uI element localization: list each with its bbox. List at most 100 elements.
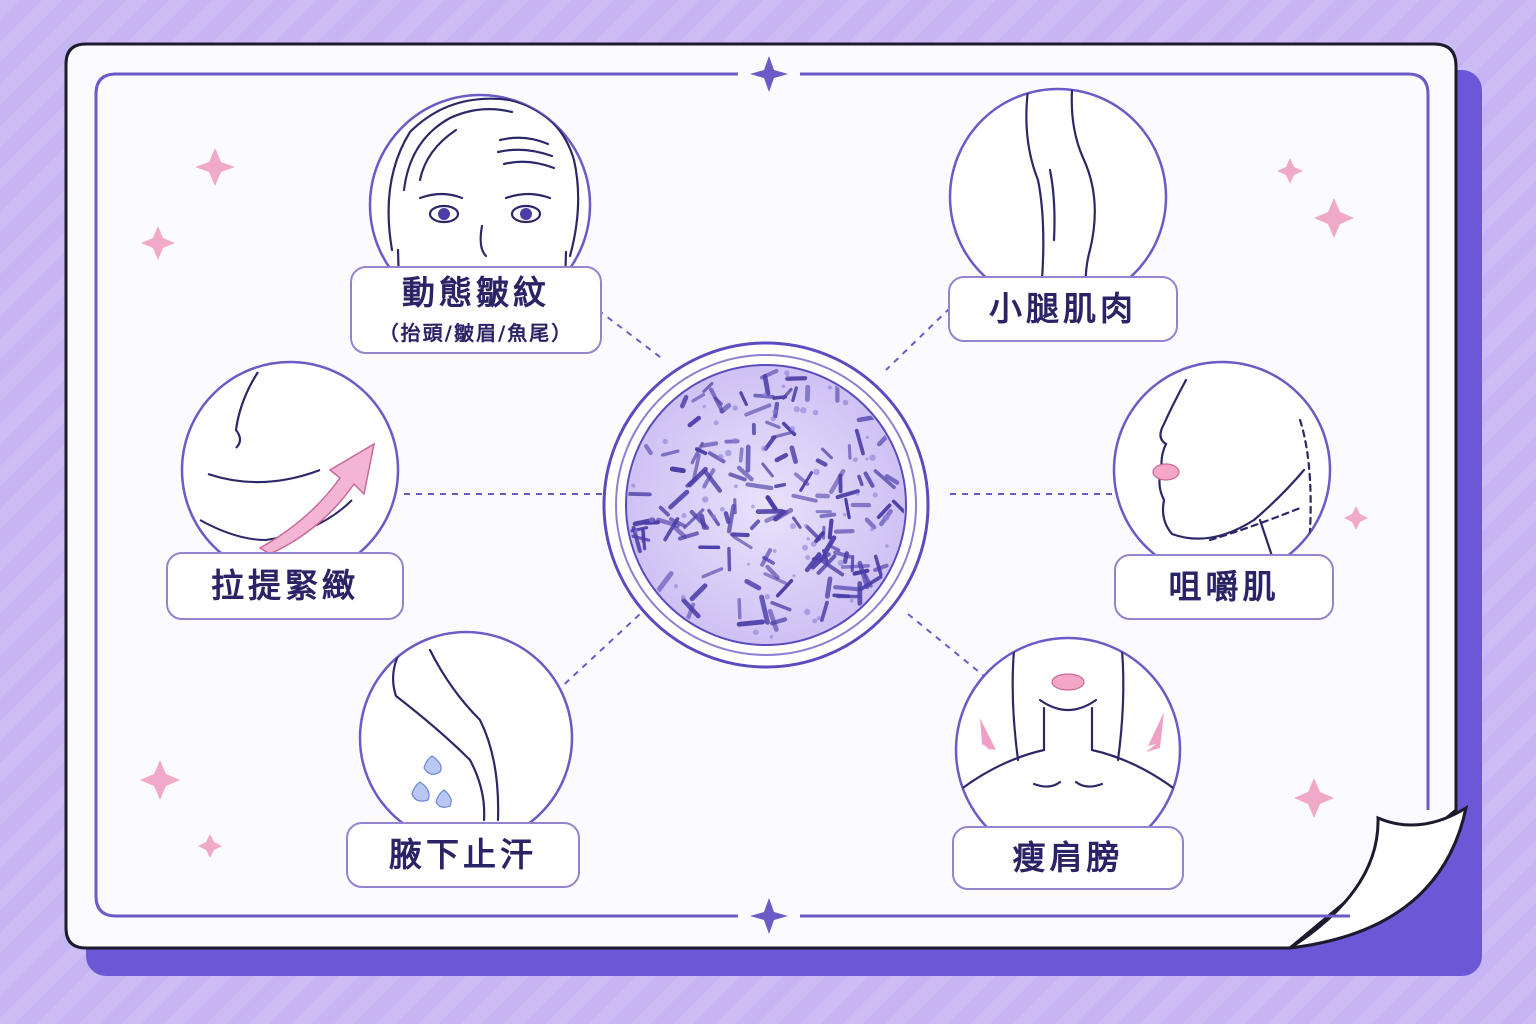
bacteria-rod <box>727 546 732 572</box>
bacteria-speck <box>631 483 636 488</box>
bacteria-speck <box>772 409 778 415</box>
bacteria-rod <box>687 415 701 428</box>
bacteria-rod <box>736 465 754 482</box>
bacteria-speck <box>662 438 669 445</box>
bacteria-rod <box>730 532 750 538</box>
bacteria-rod <box>709 387 725 414</box>
bacteria-speck <box>827 385 832 390</box>
bacteria-speck <box>789 523 796 530</box>
calf-leg-icon <box>948 87 1168 307</box>
connectors <box>404 307 1116 693</box>
bacteria-speck <box>747 562 751 566</box>
bacteria-speck <box>784 370 790 376</box>
bacteria-speck <box>732 437 739 444</box>
frame-star-top <box>750 56 788 92</box>
bacteria-rod <box>761 462 774 478</box>
bacteria-rod <box>828 544 841 552</box>
bacteria-speck <box>804 523 808 528</box>
bacteria-rod <box>702 382 714 393</box>
bacteria-rod <box>840 564 870 569</box>
bacteria-speck <box>869 454 876 461</box>
bacteria-rod <box>660 449 680 457</box>
bacteria-speck <box>852 457 858 463</box>
bacteria-rod <box>829 468 846 495</box>
armpit-sweat-drops-icon <box>358 630 574 846</box>
bacteria-rod <box>694 447 708 456</box>
bacteria-rod <box>739 391 748 406</box>
bacteria-speck <box>849 598 854 603</box>
bacteria-rod <box>687 466 708 488</box>
bacteria-rod <box>792 516 802 529</box>
bacteria-speck <box>733 484 738 489</box>
bacteria-rod <box>699 513 707 530</box>
bacteria-rod <box>737 598 742 620</box>
bacteria-rod <box>669 466 686 474</box>
bacteria-rod <box>763 572 787 585</box>
label-wrinkles: 動態皺紋 （抬頭/皺眉/魚尾） <box>350 266 602 354</box>
bacteria-rod <box>700 441 719 448</box>
bacteria-rod <box>832 593 851 598</box>
bacteria-rod <box>689 583 708 602</box>
bacteria-rod <box>770 600 792 612</box>
bacteria-rod <box>804 552 822 573</box>
bacteria-rod <box>770 430 794 440</box>
jawline-lift-arrow-icon <box>180 360 400 580</box>
bacteria-rod <box>765 495 778 512</box>
bacteria-rod <box>763 435 777 451</box>
bacteria-speck <box>842 512 847 517</box>
bacteria-speck <box>789 426 796 432</box>
bacteria-rod <box>864 517 877 530</box>
bacteria-speck <box>865 435 869 440</box>
bacteria-rod <box>703 469 723 493</box>
bacteria-rod <box>759 594 770 625</box>
bacteria-rod <box>873 469 896 490</box>
bacteria-speck <box>762 392 768 398</box>
bacteria-rod <box>827 518 834 540</box>
bacteria-rod <box>816 554 837 575</box>
bacteria-rod <box>759 368 779 380</box>
bacteria-rod <box>820 600 829 622</box>
bacteria-rod <box>773 509 786 522</box>
bacteria-rod <box>668 489 690 510</box>
bacteria-rod <box>762 373 771 396</box>
bacteria-speck <box>883 514 890 521</box>
bacteria-speck <box>634 529 639 534</box>
bacteria-rod <box>656 517 680 529</box>
bacteria-speck <box>802 544 808 551</box>
bacteria-rod <box>858 575 883 592</box>
label-masseter-main: 咀嚼肌 <box>1168 567 1280 607</box>
bacteria-speck <box>717 453 724 460</box>
bacteria-speck <box>781 384 786 389</box>
bacteria-microscope-icon <box>602 341 930 669</box>
bacteria-speck <box>804 608 811 616</box>
bacteria-speck <box>702 496 709 503</box>
bacteria-rod <box>765 420 781 429</box>
bacteria-rod <box>819 558 845 577</box>
bacteria-rod <box>819 512 837 519</box>
bacteria-rod <box>814 531 825 544</box>
bacteria-rod <box>863 471 875 488</box>
bacteria-rod <box>736 619 765 627</box>
bacteria-rod <box>691 393 706 403</box>
bacteria-speck <box>702 404 706 409</box>
bacteria-speck <box>872 492 878 498</box>
bacteria-speck <box>870 527 874 532</box>
label-armpit: 腋下止汗 <box>346 822 580 888</box>
bacteria-rod <box>744 403 772 417</box>
bacteria-speck <box>724 449 732 457</box>
bacteria-speck <box>751 504 755 509</box>
bacteria-speck <box>770 416 776 422</box>
bacteria-speck <box>865 457 869 461</box>
bacteria-speck <box>813 468 820 476</box>
bacteria-speck <box>810 541 817 547</box>
bacteria-speck <box>800 407 807 414</box>
bacteria-rod <box>668 517 686 528</box>
bacteria-speck <box>812 618 818 624</box>
bacteria-rod <box>690 441 704 465</box>
bacteria-rod <box>692 453 701 481</box>
bacteria-rod <box>681 598 701 619</box>
bacteria-rod <box>854 428 865 456</box>
bacteria-speck <box>769 635 774 639</box>
bacteria-speck <box>856 492 860 496</box>
bacteria-speck <box>806 537 810 541</box>
